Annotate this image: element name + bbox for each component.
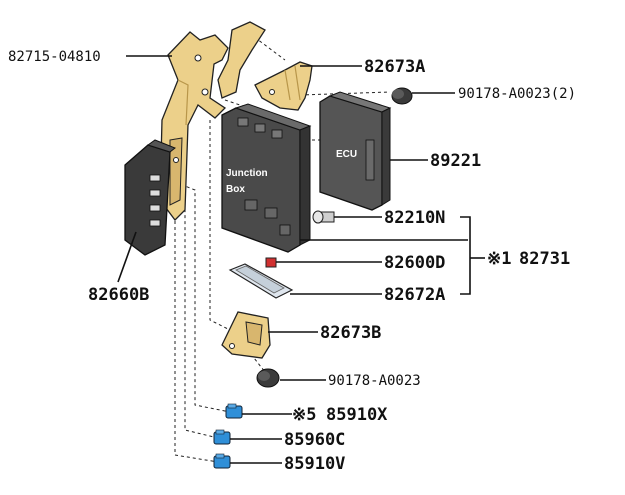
cover-82672A xyxy=(228,263,294,299)
bracket-82673B xyxy=(221,311,271,359)
label-82600D: 82600D xyxy=(384,253,445,273)
ecu-label: ECU xyxy=(336,149,357,160)
part-labels: 82715-04810 82673A 90178-A0023(2) 89221 … xyxy=(8,49,576,474)
junction-box-label-line2: Box xyxy=(226,184,245,195)
label-85910X: 85910X xyxy=(326,405,388,425)
label-82731: 82731 xyxy=(519,249,570,269)
connector-85910X xyxy=(225,403,243,419)
junction-box-label-line1: Junction xyxy=(226,168,268,179)
nut-90178-top xyxy=(391,87,413,105)
bolt-82210N xyxy=(312,210,335,224)
label-82673A: 82673A xyxy=(364,57,425,77)
label-82210N: 82210N xyxy=(384,208,445,228)
label-85960C: 85960C xyxy=(284,430,345,450)
label-82672A: 82672A xyxy=(384,285,445,305)
connector-85910V xyxy=(213,453,231,469)
junction-box: Junction Box xyxy=(221,103,312,253)
label-82660B: 82660B xyxy=(88,285,149,305)
note-1-marker: ※1 xyxy=(487,249,511,269)
relay-block-82660B xyxy=(124,139,176,256)
label-89221: 89221 xyxy=(430,151,481,171)
nut-90178-bottom xyxy=(256,368,280,388)
connector-85960C xyxy=(213,429,231,445)
leader-lines xyxy=(117,55,485,464)
bracket-82715 xyxy=(159,21,266,221)
label-82715-04810: 82715-04810 xyxy=(8,49,101,65)
fuse-82600D xyxy=(265,257,277,268)
label-90178-A0023-2: 90178-A0023(2) xyxy=(458,86,576,102)
label-82673B: 82673B xyxy=(320,323,381,343)
bracket-82673A xyxy=(254,61,313,111)
note-5-marker: ※5 xyxy=(292,405,316,425)
label-90178-A0023: 90178-A0023 xyxy=(328,373,421,389)
ecu-module: ECU xyxy=(319,91,392,211)
label-85910V: 85910V xyxy=(284,454,345,474)
